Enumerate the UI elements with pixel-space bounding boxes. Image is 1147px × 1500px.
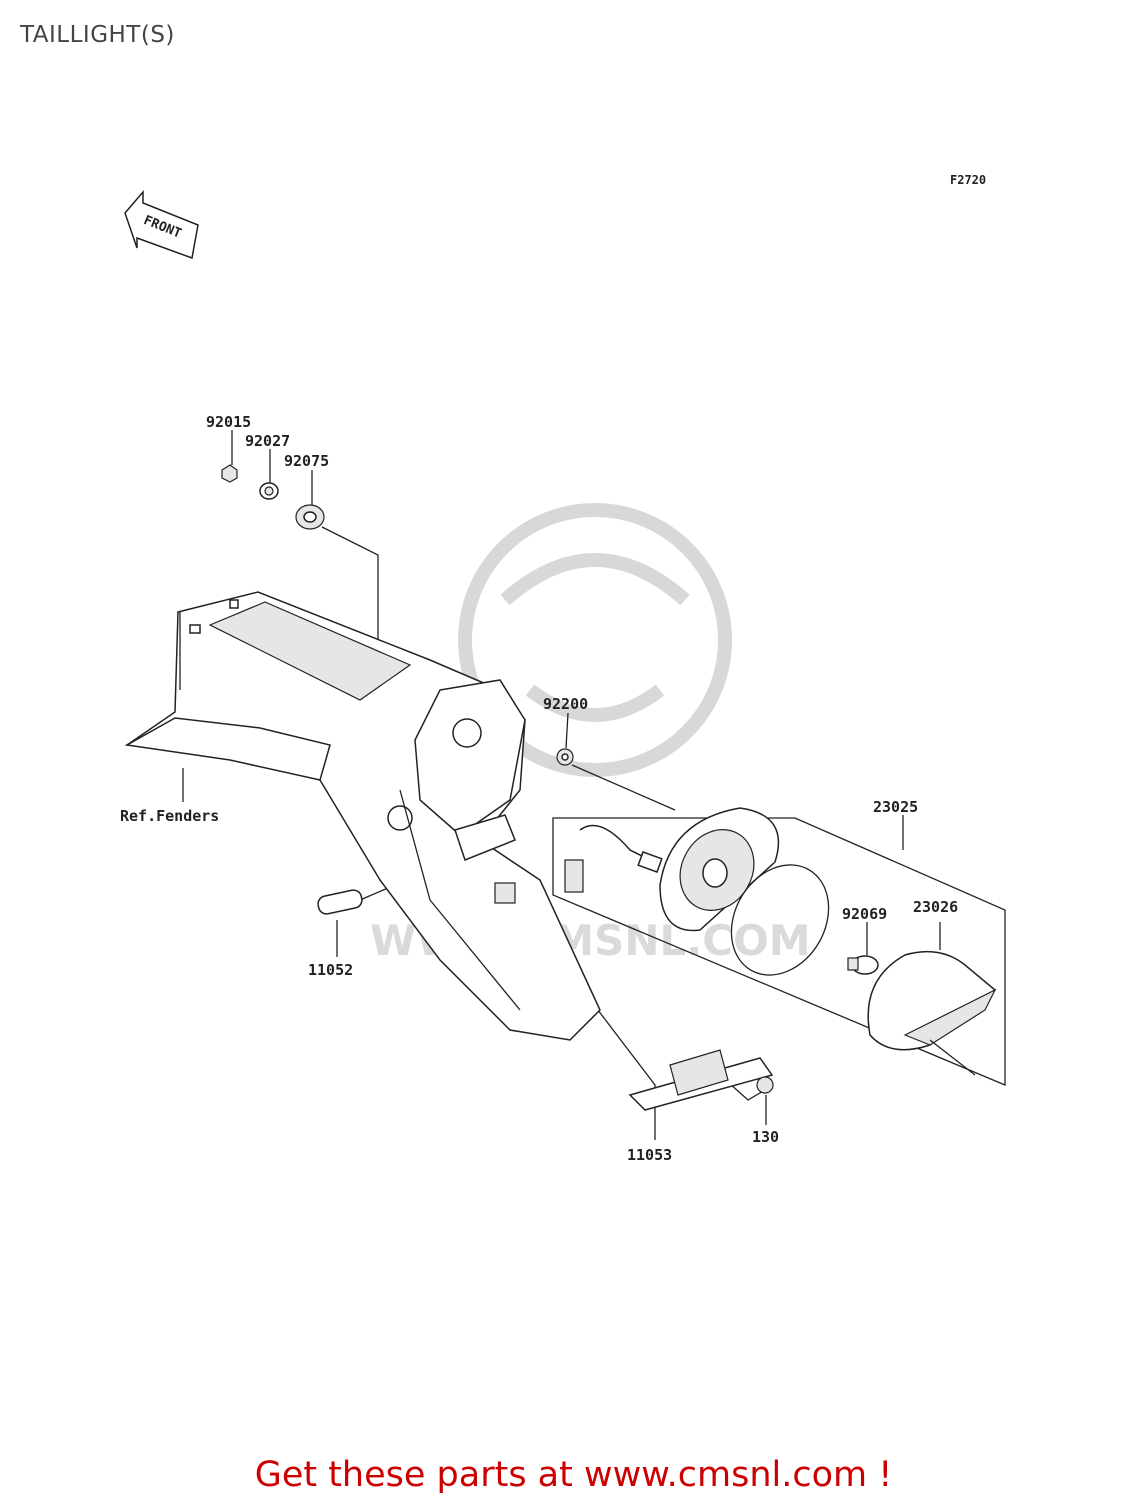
taillight-housing-23025	[564, 807, 830, 976]
part-label-92200: 92200	[543, 695, 588, 713]
part-label-130: 130	[752, 1128, 779, 1146]
bulb-92069	[847, 955, 879, 975]
figure-code: F2720	[950, 173, 986, 187]
part-label-23026: 23026	[913, 898, 958, 916]
reflector-11052	[317, 889, 363, 915]
part-label-11052: 11052	[308, 961, 353, 979]
footer-link[interactable]: Get these parts at www.cmsnl.com !	[254, 1455, 893, 1495]
part-label-23025: 23025	[873, 798, 918, 816]
part-label-92075: 92075	[284, 452, 329, 470]
reference-label: Ref.Fenders	[120, 807, 219, 825]
page-title: TAILLIGHT(S)	[20, 22, 175, 48]
bolt-130	[756, 1076, 774, 1094]
grommet-92075	[295, 504, 325, 530]
part-label-92069: 92069	[842, 905, 887, 923]
bracket-11053	[628, 1049, 774, 1111]
part-label-92015: 92015	[206, 413, 251, 431]
part-label-92027: 92027	[245, 432, 290, 450]
nut-92200	[556, 748, 574, 766]
footer-promo: Get these parts at www.cmsnl.com !	[0, 1455, 1147, 1495]
rear-fender	[124, 591, 601, 1041]
front-arrow-icon: FRONT	[124, 189, 199, 260]
clip-92027	[259, 482, 279, 500]
nut-92015	[221, 464, 238, 483]
part-label-11053: 11053	[627, 1146, 672, 1164]
lens-23026	[867, 950, 997, 1076]
